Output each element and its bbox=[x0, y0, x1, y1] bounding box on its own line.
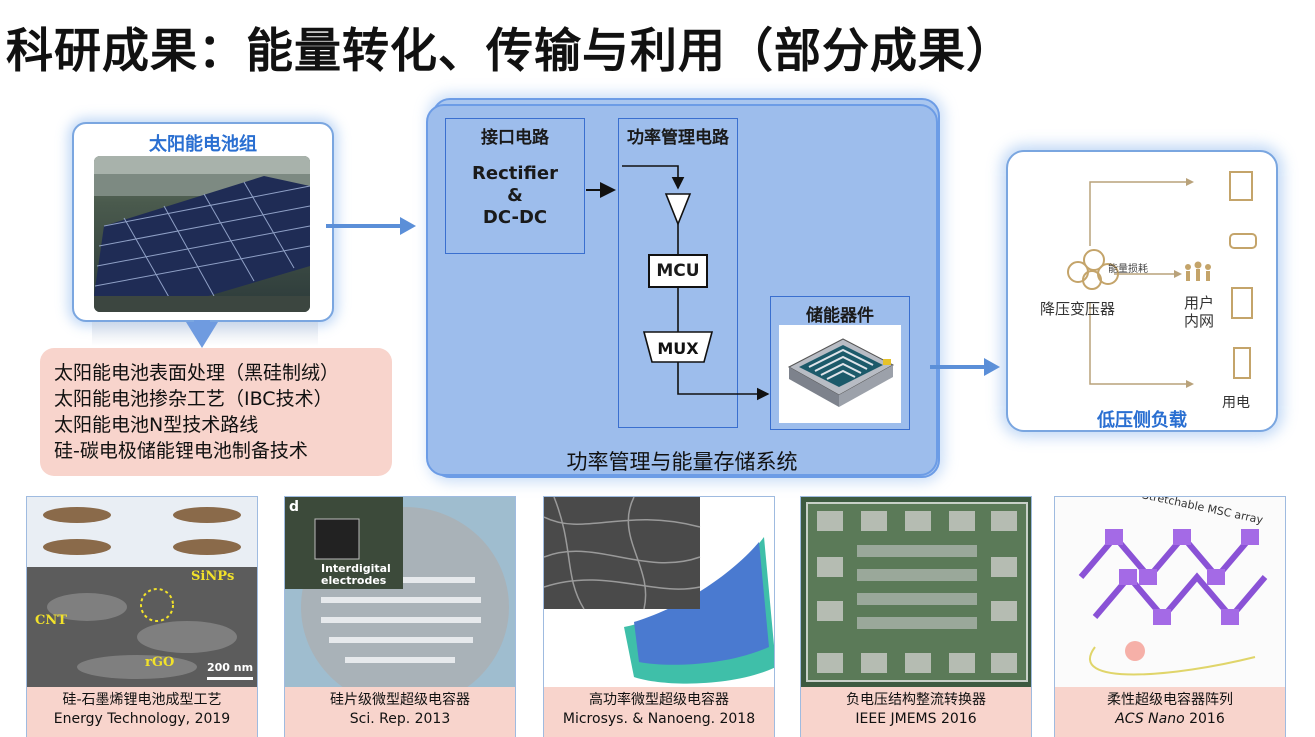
card-caption: 高功率微型超级电容器 Microsys. & Nanoeng. 2018 bbox=[544, 687, 774, 737]
interdigital-label: Interdigital electrodes bbox=[321, 563, 391, 587]
storage-device-title: 储能器件 bbox=[806, 306, 874, 326]
solar-panel-box: 太阳能电池组 bbox=[72, 122, 334, 322]
wafer-graphic bbox=[285, 497, 509, 707]
low-voltage-load-box: 能量损耗 降压变压器 用户 内网 用电 低压侧负载 bbox=[1006, 150, 1278, 432]
interface-circuit-line: DC-DC bbox=[482, 207, 548, 228]
mux-icon bbox=[642, 331, 714, 363]
user-label-line: 用户 bbox=[1184, 294, 1215, 312]
flexible-array-image: Stretchable MSC array bbox=[1055, 497, 1285, 687]
micro-supercap-image bbox=[544, 497, 774, 687]
tech-list-item: 硅-碳电极储能锂电池制备技术 bbox=[54, 440, 308, 462]
sem-micrograph-graphic bbox=[27, 497, 257, 680]
silicon-graphene-image: SiNPs CNT rGO 200 nm bbox=[27, 497, 257, 687]
flexible-device-graphic bbox=[544, 497, 774, 684]
mux-label: MUX bbox=[657, 339, 699, 358]
electricity-label: 用电 bbox=[1222, 395, 1250, 411]
interdigital-label-line: electrodes bbox=[321, 574, 387, 587]
arrow-system-to-load bbox=[930, 365, 986, 369]
solar-panel-title: 太阳能电池组 bbox=[149, 134, 257, 155]
card-caption: 硅-石墨烯锂电池成型工艺 Energy Technology, 2019 bbox=[27, 687, 257, 737]
transformer-label: 降压变压器 bbox=[1040, 300, 1116, 318]
circuit-wiring: MUX bbox=[586, 165, 770, 401]
interface-circuit-box: 接口电路 Rectifier & DC-DC bbox=[445, 118, 585, 254]
car-icon bbox=[1229, 233, 1257, 249]
power-management-circuit-box: 功率管理电路 bbox=[618, 118, 738, 428]
card-caption: 负电压结构整流转换器 IEEE JMEMS 2016 bbox=[801, 687, 1031, 737]
card-caption-line: IEEE JMEMS 2016 bbox=[855, 711, 977, 727]
rectifier-chip-image bbox=[801, 497, 1031, 687]
tech-list-item: 太阳能电池N型技术路线 bbox=[54, 414, 259, 436]
stretchable-array-graphic bbox=[1078, 529, 1268, 676]
chip-layout-graphic bbox=[806, 502, 1028, 682]
person-icon bbox=[1233, 347, 1251, 379]
card-caption-line: 硅-石墨烯锂电池成型工艺 bbox=[62, 692, 222, 708]
result-card-1: SiNPs CNT rGO 200 nm 硅-石墨烯锂电池成型工艺 Energy… bbox=[26, 496, 258, 737]
result-card-5: Stretchable MSC array 柔性超级电容器阵列 ACS Nano… bbox=[1054, 496, 1286, 737]
card-caption-line: Energy Technology, 2019 bbox=[53, 711, 231, 727]
journal-year: 2016 bbox=[1184, 711, 1225, 727]
card-caption: 硅片级微型超级电容器 Sci. Rep. 2013 bbox=[285, 687, 515, 737]
down-arrow-icon bbox=[186, 322, 218, 348]
solar-array-graphic bbox=[94, 156, 310, 312]
panel-letter-label: d bbox=[289, 499, 300, 515]
result-card-2: d Interdigital electrodes 硅片级微型超级电容器 Sci… bbox=[284, 496, 516, 737]
power-management-circuit-title: 功率管理电路 bbox=[627, 128, 729, 148]
interface-circuit-title: 接口电路 bbox=[481, 128, 549, 148]
energy-loss-label: 能量损耗 bbox=[1108, 264, 1148, 275]
supercapacitor-icon bbox=[787, 338, 895, 407]
cnt-label: CNT bbox=[35, 613, 67, 628]
buffer-icon bbox=[664, 193, 692, 227]
sinps-label: SiNPs bbox=[191, 569, 235, 584]
arrow-right-icon bbox=[984, 358, 1000, 376]
solar-panel-photo bbox=[94, 156, 310, 312]
scale-bar-label: 200 nm bbox=[207, 661, 254, 674]
rgo-label: rGO bbox=[145, 655, 175, 670]
result-card-4: 负电压结构整流转换器 IEEE JMEMS 2016 bbox=[800, 496, 1032, 737]
load-diagram bbox=[1067, 171, 1257, 388]
users-icon bbox=[1185, 261, 1211, 281]
transformer-icon bbox=[1067, 249, 1119, 290]
interdigital-label-line: Interdigital bbox=[321, 562, 391, 575]
card-caption-line: ACS Nano 2016 bbox=[1055, 710, 1285, 729]
card-caption-line: 柔性超级电容器阵列 bbox=[1107, 692, 1233, 708]
supercapacitor-image bbox=[779, 325, 901, 423]
arrow-right-icon bbox=[400, 217, 416, 235]
card-caption-line: 高功率微型超级电容器 bbox=[589, 692, 729, 708]
low-voltage-load-title: 低压侧负载 bbox=[1097, 410, 1187, 431]
building-icon bbox=[1231, 287, 1253, 319]
card-caption-line: Sci. Rep. 2013 bbox=[349, 711, 451, 727]
card-caption-line: 硅片级微型超级电容器 bbox=[330, 692, 470, 708]
tech-list-item: 太阳能电池掺杂工艺（IBC技术） bbox=[54, 388, 333, 410]
tech-list-item: 太阳能电池表面处理（黑硅制绒） bbox=[54, 362, 340, 384]
user-intranet-label: 用户 内网 bbox=[1184, 294, 1214, 330]
card-caption-line: Microsys. & Nanoeng. 2018 bbox=[562, 711, 756, 727]
wafer-image: d Interdigital electrodes bbox=[285, 497, 515, 707]
slide-title: 科研成果：能量转化、传输与利用（部分成果） bbox=[6, 24, 1014, 79]
power-system-caption: 功率管理与能量存储系统 bbox=[566, 450, 798, 474]
interface-circuit-line: Rectifier bbox=[472, 163, 558, 184]
factory-icon bbox=[1229, 171, 1253, 201]
result-card-3: 高功率微型超级电容器 Microsys. & Nanoeng. 2018 bbox=[543, 496, 775, 737]
card-caption: 柔性超级电容器阵列 ACS Nano 2016 bbox=[1055, 687, 1285, 737]
arrow-solar-to-system bbox=[326, 224, 402, 228]
user-label-line: 内网 bbox=[1184, 312, 1215, 330]
solar-tech-list: 太阳能电池表面处理（黑硅制绒） 太阳能电池掺杂工艺（IBC技术） 太阳能电池N型… bbox=[40, 348, 392, 476]
interface-circuit-line: & bbox=[507, 185, 523, 206]
journal-name: ACS Nano bbox=[1115, 711, 1185, 727]
mcu-block: MCU bbox=[648, 254, 708, 288]
card-caption-line: 负电压结构整流转换器 bbox=[846, 692, 986, 708]
storage-device-box: 储能器件 bbox=[770, 296, 910, 430]
